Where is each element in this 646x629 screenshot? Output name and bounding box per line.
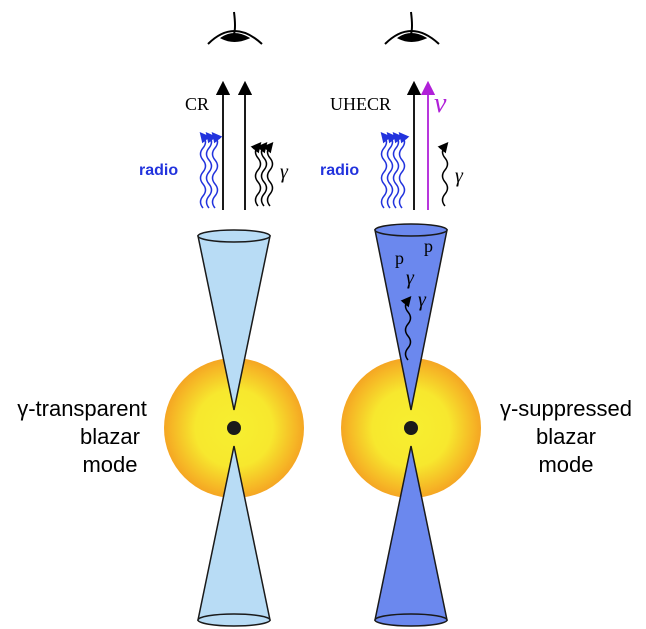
mode-label-left-line2: blazar [80, 424, 140, 449]
neutrino-label: ν [434, 88, 447, 119]
mode-label-left-line1: γ-transparent [17, 396, 147, 421]
cr-label: CR [185, 94, 209, 114]
mode-label-right-line3: mode [538, 452, 593, 477]
radio-waves-left [199, 131, 223, 209]
right-panel: UHECR ν radio γ p p γ γ [320, 11, 632, 627]
radio-label-left: radio [139, 162, 178, 179]
gamma-label-right: γ [455, 165, 464, 187]
upper-jet-cone-left [197, 229, 271, 411]
mode-label-right-line2: blazar [536, 424, 596, 449]
radio-label-right: radio [320, 162, 359, 179]
radio-waves-right [380, 131, 410, 209]
eye-icon [207, 11, 263, 45]
left-panel: CR radio γ γ-transparent blazar [17, 11, 304, 627]
mode-label-right-line1: γ-suppressed [500, 396, 632, 421]
gamma-inner-label-1: γ [406, 267, 415, 289]
gamma-inner-wave [400, 295, 412, 361]
gamma-wave-right [437, 141, 449, 207]
gamma-inner-label-2: γ [418, 289, 427, 311]
eye-icon [384, 11, 440, 45]
black-hole-left [227, 421, 241, 435]
gamma-label-left: γ [280, 161, 289, 183]
proton-label-2: p [424, 236, 433, 256]
lower-jet-cone-left [197, 445, 271, 627]
proton-label-1: p [395, 248, 404, 268]
mode-label-left-line3: mode [82, 452, 137, 477]
black-hole-right [404, 421, 418, 435]
lower-jet-cone-right [374, 445, 448, 627]
gamma-waves-left [250, 141, 274, 207]
uhecr-label: UHECR [330, 94, 391, 114]
